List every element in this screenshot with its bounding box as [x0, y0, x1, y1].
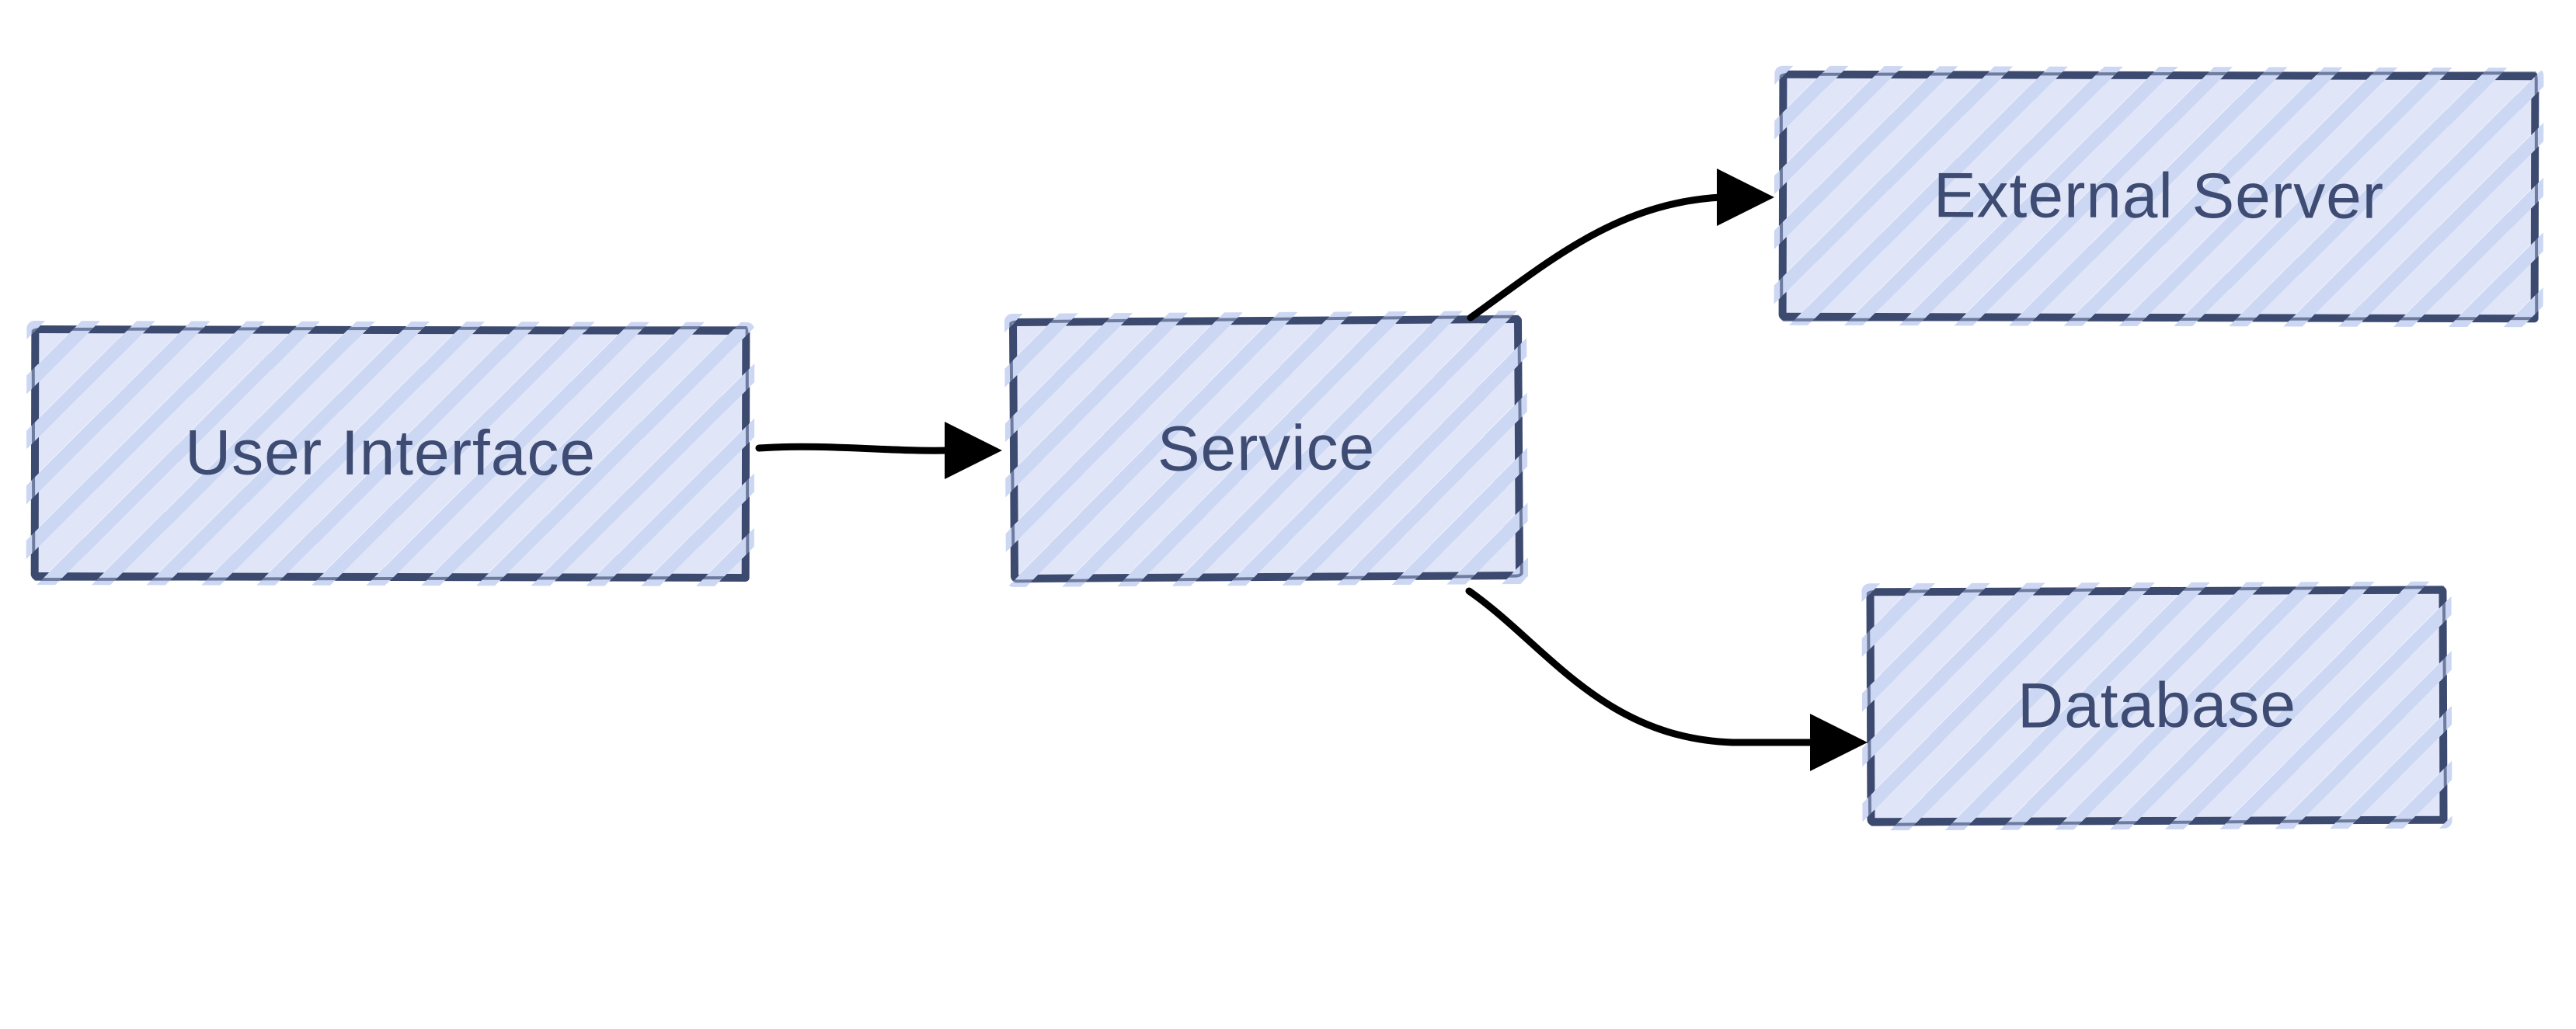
- arrow-line[interactable]: [1465, 587, 1819, 746]
- arrowhead-icon: [945, 422, 1002, 479]
- arrow-user-interface-to-service[interactable]: [755, 422, 1002, 479]
- arrow-line[interactable]: [1467, 193, 1725, 322]
- arrow-service-to-database[interactable]: [1465, 587, 1868, 771]
- arrowhead-icon: [1717, 169, 1774, 226]
- arrow-line[interactable]: [755, 443, 953, 454]
- arrowhead-icon: [1810, 714, 1868, 771]
- arrow-service-to-external-server[interactable]: [1467, 169, 1774, 322]
